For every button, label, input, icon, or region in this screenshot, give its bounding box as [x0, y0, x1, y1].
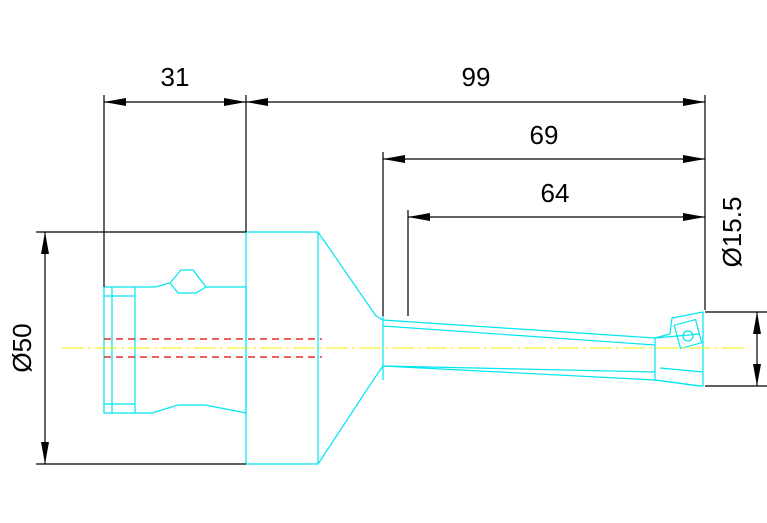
- dim-69-label: 69: [530, 120, 559, 150]
- tool-holder-outline: [103, 231, 704, 465]
- insert-pocket: [673, 318, 703, 350]
- dim-64-label: 64: [541, 178, 570, 208]
- bar-upper: [375, 315, 701, 339]
- arrow-dia50-bottom: [41, 442, 49, 464]
- arrow-64-left: [408, 213, 430, 221]
- arrow-dia15-top: [753, 312, 761, 334]
- arrow-dia15-bottom: [753, 364, 761, 386]
- arrow-31-right: [224, 98, 246, 106]
- arrow-69-right: [683, 155, 705, 163]
- dim-99-label: 99: [462, 62, 491, 92]
- arrow-99-right: [683, 98, 705, 106]
- shank-notch: [169, 282, 207, 294]
- bar-inner-lower: [382, 365, 656, 373]
- cone-lower: [317, 375, 377, 465]
- dim-dia15-label: Ø15.5: [717, 197, 747, 268]
- dimensions: 31 99 69 64 Ø50 Ø15.5: [7, 62, 767, 465]
- arrow-dia50-top: [41, 232, 49, 254]
- cone-upper: [317, 231, 377, 317]
- insert-screw: [682, 330, 694, 342]
- insert-body: [654, 311, 704, 387]
- insert-edge: [659, 367, 704, 373]
- arrow-99-left: [246, 98, 268, 106]
- arrow-69-left: [383, 155, 405, 163]
- dim-31-label: 31: [161, 62, 190, 92]
- arrow-31-left: [104, 98, 126, 106]
- dim-dia50-label: Ø50: [7, 323, 37, 372]
- arrow-64-right: [683, 213, 705, 221]
- shank-body: [103, 269, 247, 414]
- bar-inner-upper: [382, 325, 656, 346]
